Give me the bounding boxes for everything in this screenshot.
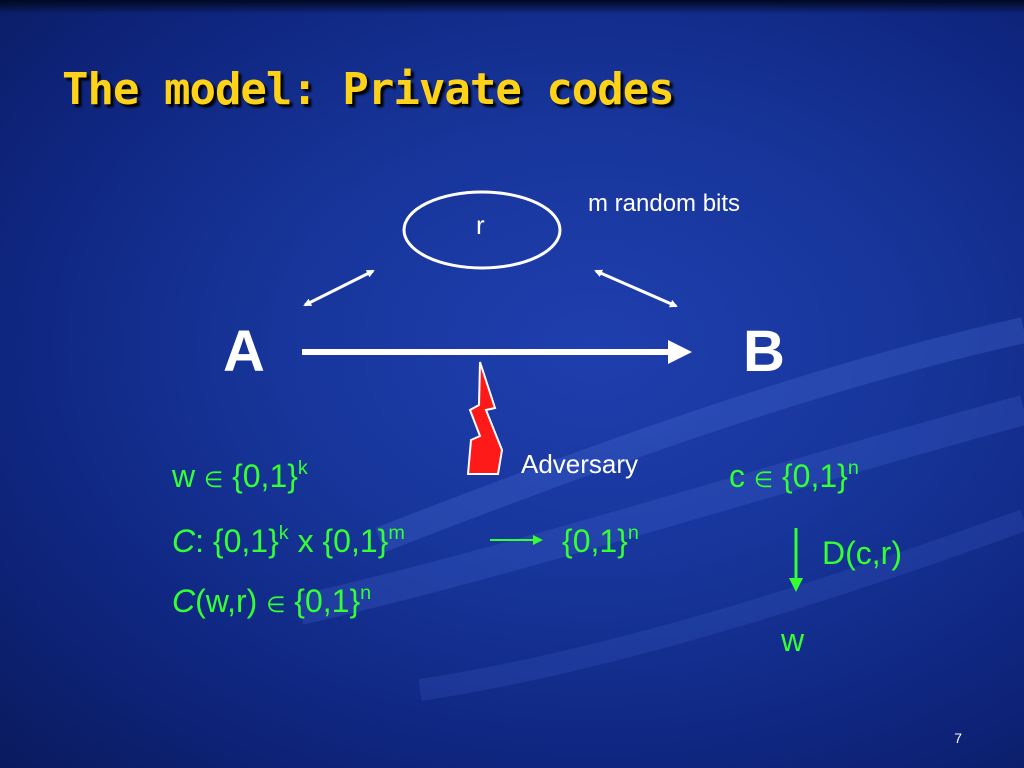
receiver-b: B xyxy=(743,319,785,384)
secret-ellipse xyxy=(402,190,562,270)
encoder-map-arrowhead xyxy=(533,535,543,545)
element-of-symbol: ∈ xyxy=(204,467,224,492)
exp-k: k xyxy=(278,522,289,545)
exp-k: k xyxy=(297,457,308,480)
set-binary: {0,1} xyxy=(781,458,848,494)
arrow-a-to-r xyxy=(303,269,375,307)
element-of-symbol: ∈ xyxy=(753,467,774,492)
slide-title: The model: Private codes xyxy=(62,64,675,115)
adversary-bolt xyxy=(466,361,504,475)
set-binary: {0,1} xyxy=(562,523,628,559)
encoder-codomain: {0,1}n xyxy=(562,523,639,560)
decoder-label: D(c,r) xyxy=(822,535,902,571)
c-var: c xyxy=(729,458,745,494)
sender-a: A xyxy=(223,319,265,384)
encoder-signature-formula: C: {0,1}k x {0,1}m xyxy=(172,523,405,560)
element-of-symbol: ∈ xyxy=(266,592,286,617)
encoder-applied: (w,r) xyxy=(195,583,258,619)
set-binary: {0,1} xyxy=(212,523,279,559)
cross-symbol: x xyxy=(297,523,314,559)
decoded-output: w xyxy=(781,622,805,658)
shared-secret-r: r xyxy=(476,210,485,240)
exp-n: n xyxy=(847,457,859,480)
message-space-formula: w ∈ {0,1}k xyxy=(172,458,308,495)
channel-arrow-head xyxy=(668,340,692,364)
arrow-r-to-b xyxy=(594,269,678,308)
top-band xyxy=(0,0,1024,14)
page-number: 7 xyxy=(954,730,962,746)
adversary-label: Adversary xyxy=(521,449,639,479)
received-word-formula: c ∈ {0,1}n xyxy=(729,458,859,495)
random-bits-note: m random bits xyxy=(588,190,741,217)
codeword-formula: C(w,r) ∈ {0,1}n xyxy=(172,583,371,620)
set-binary: {0,1} xyxy=(294,583,361,619)
decode-arrow-head xyxy=(789,578,803,592)
set-binary: {0,1} xyxy=(322,523,389,559)
encoder-name: C xyxy=(172,523,196,559)
set-binary: {0,1} xyxy=(232,458,298,494)
colon: : xyxy=(195,523,204,559)
exp-n: n xyxy=(627,522,639,545)
exp-n: n xyxy=(360,582,372,605)
exp-m: m xyxy=(388,522,405,545)
encoder-name: C xyxy=(172,583,196,619)
w-var: w xyxy=(172,458,196,494)
